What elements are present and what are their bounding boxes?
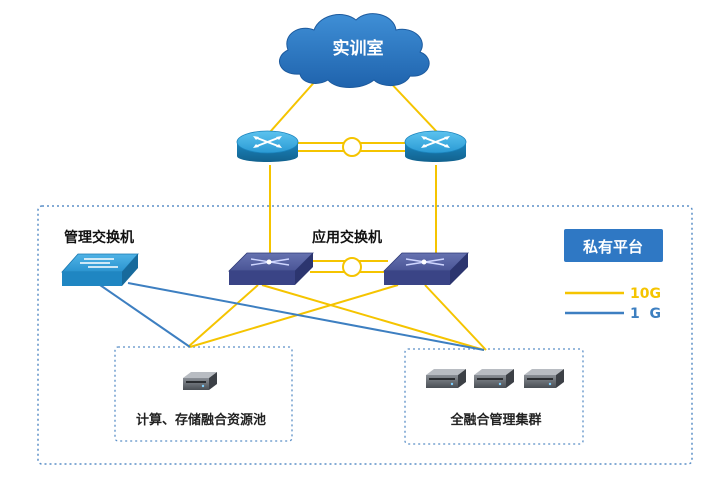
- app-switch-left-icon: [228, 252, 314, 285]
- link-cloud-router-left: [269, 77, 319, 133]
- mgmt-cluster-label: 全融合管理集群: [449, 412, 541, 428]
- lag-circle-switches: [342, 257, 362, 277]
- private-platform-badge-label: 私有平台: [582, 238, 643, 256]
- links-1g: [99, 282, 485, 351]
- link-mgmt-cluster: [127, 282, 485, 351]
- mgmt-cluster-group: [404, 348, 584, 445]
- cloud-icon: [279, 13, 430, 88]
- mgmt-switch-label: 管理交换机: [64, 229, 134, 246]
- link-mgmt-pool: [99, 284, 191, 348]
- link-rightsw-cluster: [424, 284, 487, 351]
- link-leftsw-pool: [187, 284, 259, 348]
- router-left-icon: [236, 130, 299, 162]
- compute-pool-label: 计算、存储融合资源池: [136, 412, 266, 428]
- private-platform-badge: [564, 229, 663, 262]
- server-icon: [474, 369, 514, 388]
- private-platform-boundary: [37, 205, 693, 465]
- router-right-icon: [404, 130, 467, 162]
- link-cloud-router-right: [385, 77, 438, 133]
- compute-pool-group: [114, 346, 293, 442]
- links-10g: [187, 77, 487, 351]
- legend: 10G 1 G: [565, 286, 661, 322]
- lag-circle-routers: [342, 137, 362, 157]
- cloud-label: 实训室: [333, 38, 384, 59]
- link-leftsw-cluster: [261, 284, 485, 351]
- link-rightsw-pool: [189, 284, 399, 348]
- legend-label-10g: 10G: [630, 286, 661, 302]
- server-icon: [183, 372, 217, 390]
- server-icon: [524, 369, 564, 388]
- legend-label-1g: 1 G: [630, 306, 661, 322]
- app-switch-label: 应用交换机: [312, 229, 382, 246]
- mgmt-switch-icon: [61, 253, 139, 286]
- app-switch-right-icon: [383, 252, 469, 285]
- server-icon: [426, 369, 466, 388]
